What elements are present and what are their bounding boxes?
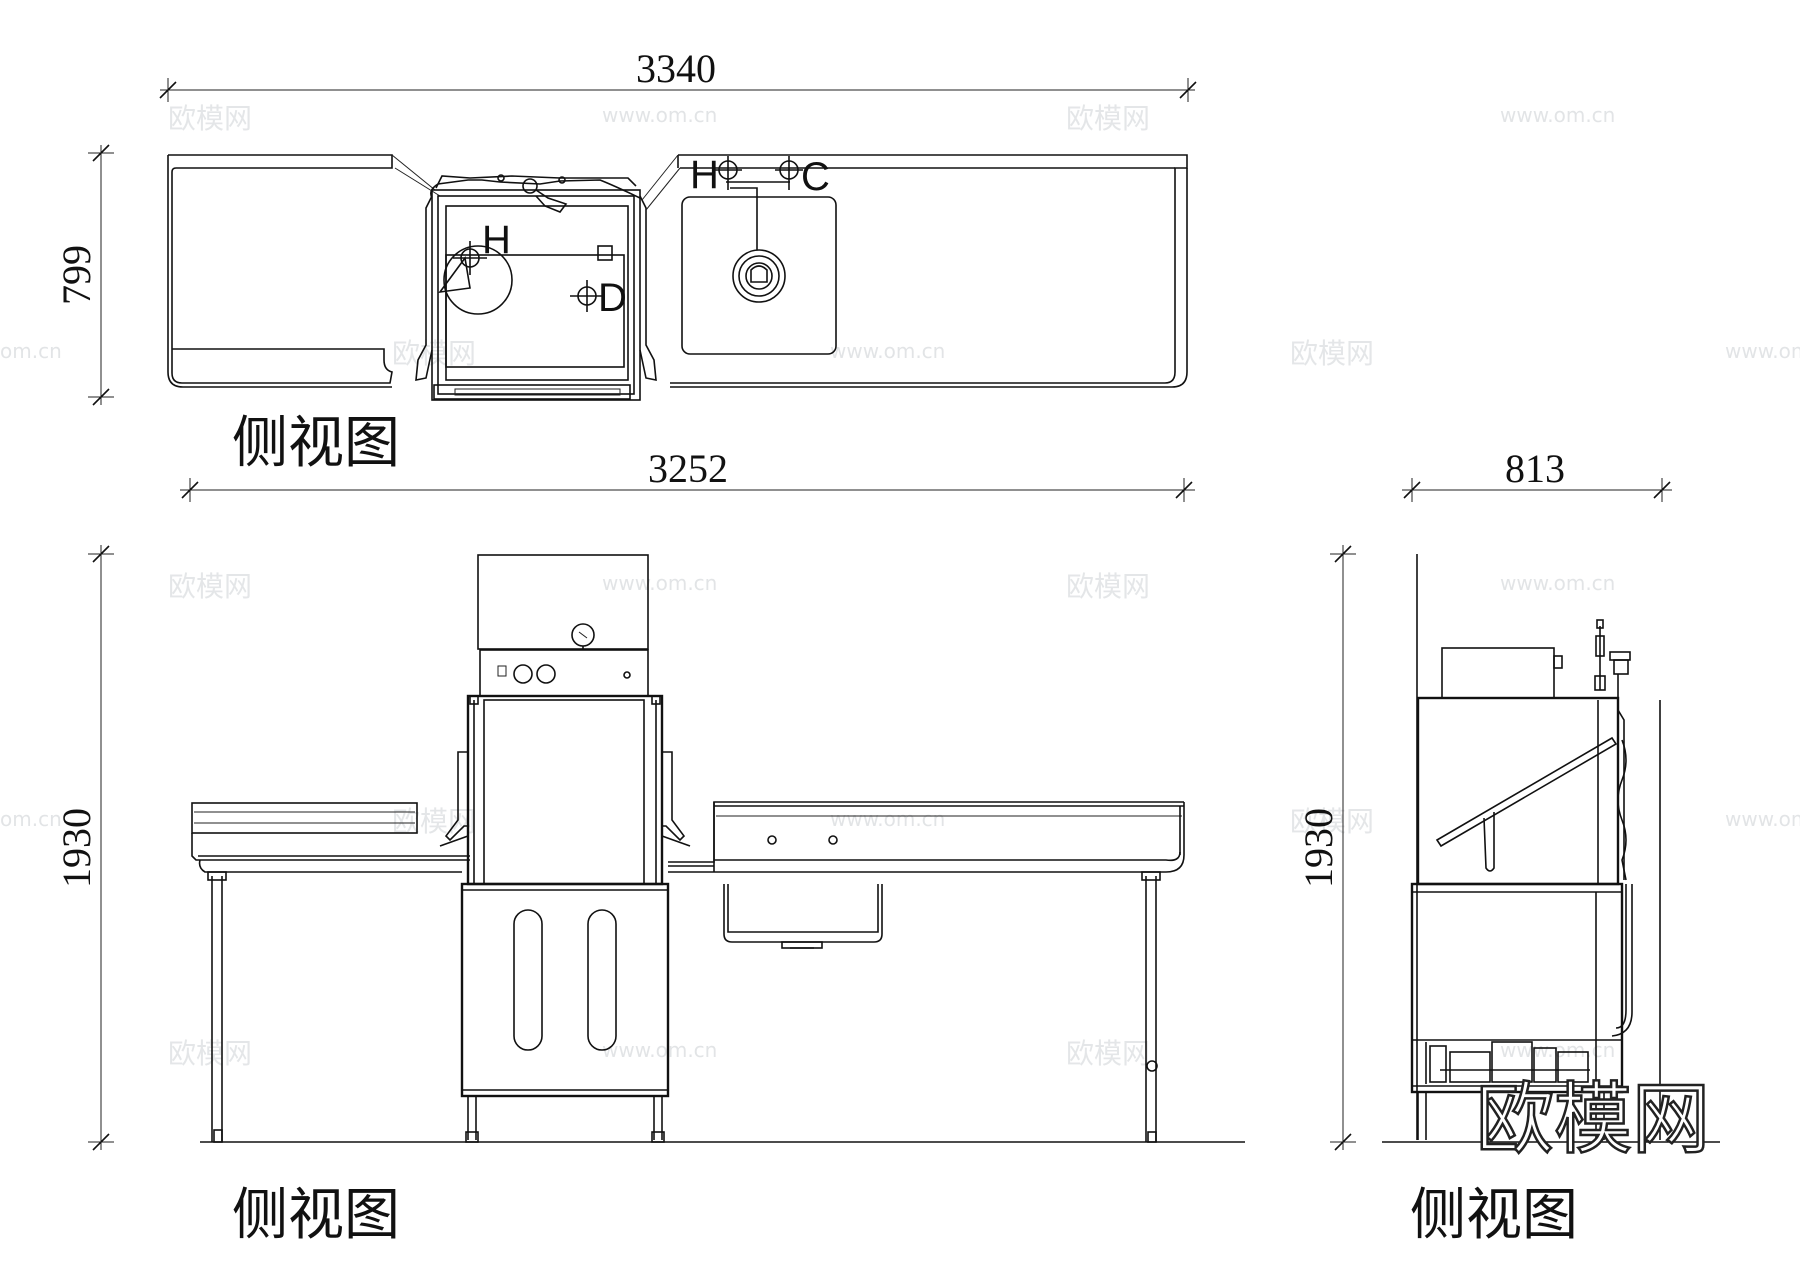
plan-view: 3340 799: [54, 46, 1197, 476]
sink-drain: [732, 249, 786, 303]
dishwasher-plan: H D: [415, 174, 657, 401]
sink-basin: [681, 196, 837, 355]
watermark-logo: 欧模网: [1066, 570, 1150, 603]
plan-caption: 侧视图: [232, 411, 400, 476]
dim-label-3252: 3252: [648, 446, 728, 491]
watermark-layer: 欧模网 www.om.cn 欧模网 www.om.cn om.cn 欧模网 ww…: [0, 102, 1800, 1070]
watermark-url: www.om.cn: [602, 571, 717, 595]
sink-front: [723, 884, 883, 949]
dim-label-3340: 3340: [636, 46, 716, 91]
side-caption: 侧视图: [1410, 1183, 1578, 1248]
watermark-logo: 欧模网: [168, 102, 252, 135]
watermark-url: om.cn: [0, 807, 62, 831]
front-caption: 侧视图: [232, 1183, 400, 1248]
dishwasher-front: [439, 554, 691, 1143]
watermark-url: www.om.cn: [1500, 571, 1615, 595]
front-elevation: 3252 1930: [54, 446, 1245, 1248]
hot-inlet-label-2: H: [690, 153, 719, 197]
cold-inlet-label: C: [801, 155, 830, 199]
watermark-url: www.om.cn: [1725, 339, 1800, 363]
watermark-url: om.cn: [0, 339, 62, 363]
watermark-logo: 欧模网: [1290, 337, 1374, 370]
dimension-side-height: 1930: [1296, 545, 1356, 1151]
dimension-plan-depth: 799: [54, 144, 114, 406]
watermark-logo: 欧模网: [1066, 1037, 1150, 1070]
drain-label: D: [598, 276, 627, 320]
watermark-url: www.om.cn: [602, 1038, 717, 1062]
watermark-url: www.om.cn: [830, 339, 945, 363]
dimension-plan-width: 3340: [159, 46, 1197, 102]
dim-label-1930-side: 1930: [1296, 808, 1341, 888]
dim-label-813: 813: [1505, 446, 1565, 491]
side-elevation: 813 1930: [1296, 446, 1720, 1248]
dimension-side-width: 813: [1402, 446, 1672, 502]
watermark-url: www.om.cn: [1725, 807, 1800, 831]
watermark-url: www.om.cn: [1500, 103, 1615, 127]
dimension-front-width: 3252: [180, 446, 1195, 502]
watermark-url: www.om.cn: [830, 807, 945, 831]
dim-label-1930-front: 1930: [54, 808, 99, 888]
watermark-logo-large: 欧模网: [1476, 1075, 1710, 1165]
watermark-logo: 欧模网: [392, 337, 476, 370]
hot-inlet-label: H: [482, 218, 511, 262]
watermark-logo: 欧模网: [1066, 102, 1150, 135]
watermark-logo: 欧模网: [1290, 805, 1374, 838]
dim-label-799: 799: [54, 245, 99, 305]
dimension-front-height: 1930: [54, 545, 114, 1151]
watermark-logo: 欧模网: [168, 1037, 252, 1070]
watermark-logo: 欧模网: [168, 570, 252, 603]
watermark-url: www.om.cn: [602, 103, 717, 127]
